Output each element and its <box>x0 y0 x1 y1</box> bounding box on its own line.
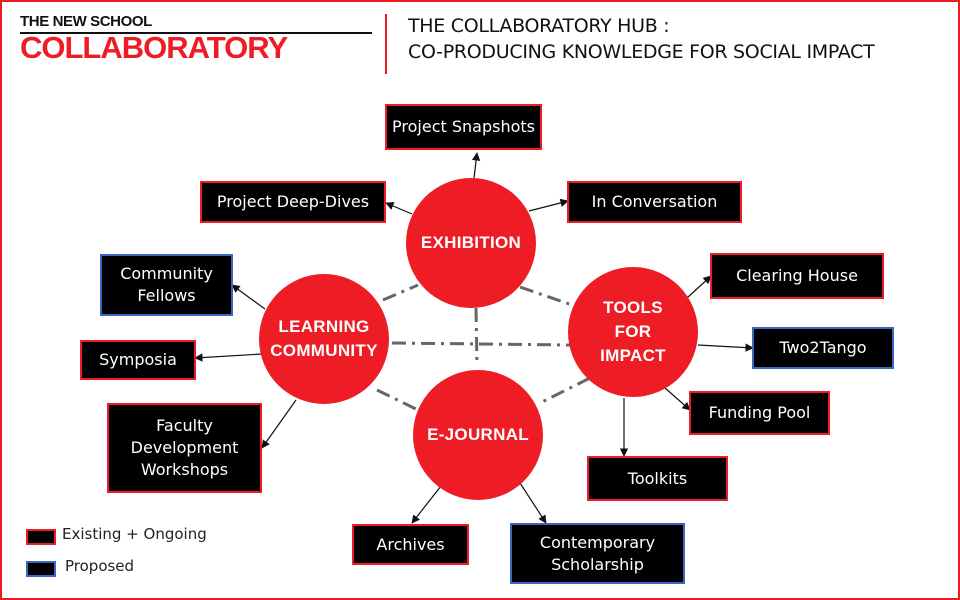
legend-label-existing: Existing + Ongoing <box>62 525 207 543</box>
box-two2tango: Two2Tango <box>752 327 894 369</box>
box-funding-pool: Funding Pool <box>689 391 830 435</box>
new-school-collaboratory-logo: THE NEW SCHOOL COLLABORATORY <box>20 13 372 65</box>
arrow-tools-funding <box>664 387 691 411</box>
link-tools-ejournal <box>541 376 591 404</box>
logo-top-text: THE NEW SCHOOL <box>20 13 152 30</box>
logo-rule <box>20 32 372 34</box>
box-toolkits: Toolkits <box>587 456 728 501</box>
box-symposia: Symposia <box>80 340 196 380</box>
link-learning-tools <box>391 341 571 347</box>
hub-e-journal: E-JOURNAL <box>413 370 543 500</box>
arrow-ejournal-scholarship <box>519 482 547 524</box>
arrow-learning-workshops <box>261 399 297 449</box>
link-exhibition-ejournal <box>474 307 479 367</box>
arrow-exhibition-snapshots <box>471 152 481 179</box>
link-exhibition-tools <box>519 285 576 308</box>
logo-main-text: COLLABORATORY <box>20 30 288 65</box>
hub-exhibition: EXHIBITION <box>406 178 536 308</box>
box-in-conversation: In Conversation <box>567 181 742 223</box>
box-community-fellows: Community Fellows <box>100 254 233 316</box>
hub-tools-for-impact: TOOLS FOR IMPACT <box>568 267 698 397</box>
page-title-line-1: THE COLLABORATORY HUB : <box>408 15 670 37</box>
link-learning-ejournal <box>376 388 419 412</box>
header-divider <box>385 14 387 74</box>
hub-learning-community: LEARNING COMMUNITY <box>259 274 389 404</box>
arrow-exhibition-conversation <box>528 198 569 212</box>
legend-label-proposed: Proposed <box>65 557 135 575</box>
arrow-exhibition-deepdives <box>385 202 413 215</box>
arrow-ejournal-archives <box>411 485 442 524</box>
arrow-learning-fellows <box>231 284 266 310</box>
box-project-snapshots: Project Snapshots <box>385 104 542 150</box>
link-learning-exhibition <box>382 283 419 302</box>
box-contemporary-scholarship: Contemporary Scholarship <box>510 523 685 584</box>
box-archives: Archives <box>352 524 469 565</box>
box-clearing-house: Clearing House <box>710 253 884 299</box>
arrow-tools-two2tango <box>697 343 754 352</box>
box-faculty-development-workshops: Faculty Development Workshops <box>107 403 262 493</box>
legend-swatch-existing <box>26 529 56 545</box>
page-title-line-2: CO-PRODUCING KNOWLEDGE FOR SOCIAL IMPACT <box>408 41 875 63</box>
box-project-deep-dives: Project Deep-Dives <box>200 181 386 223</box>
legend-swatch-proposed <box>26 561 56 577</box>
arrow-tools-clearing <box>686 275 712 299</box>
arrow-learning-symposia <box>194 353 263 362</box>
